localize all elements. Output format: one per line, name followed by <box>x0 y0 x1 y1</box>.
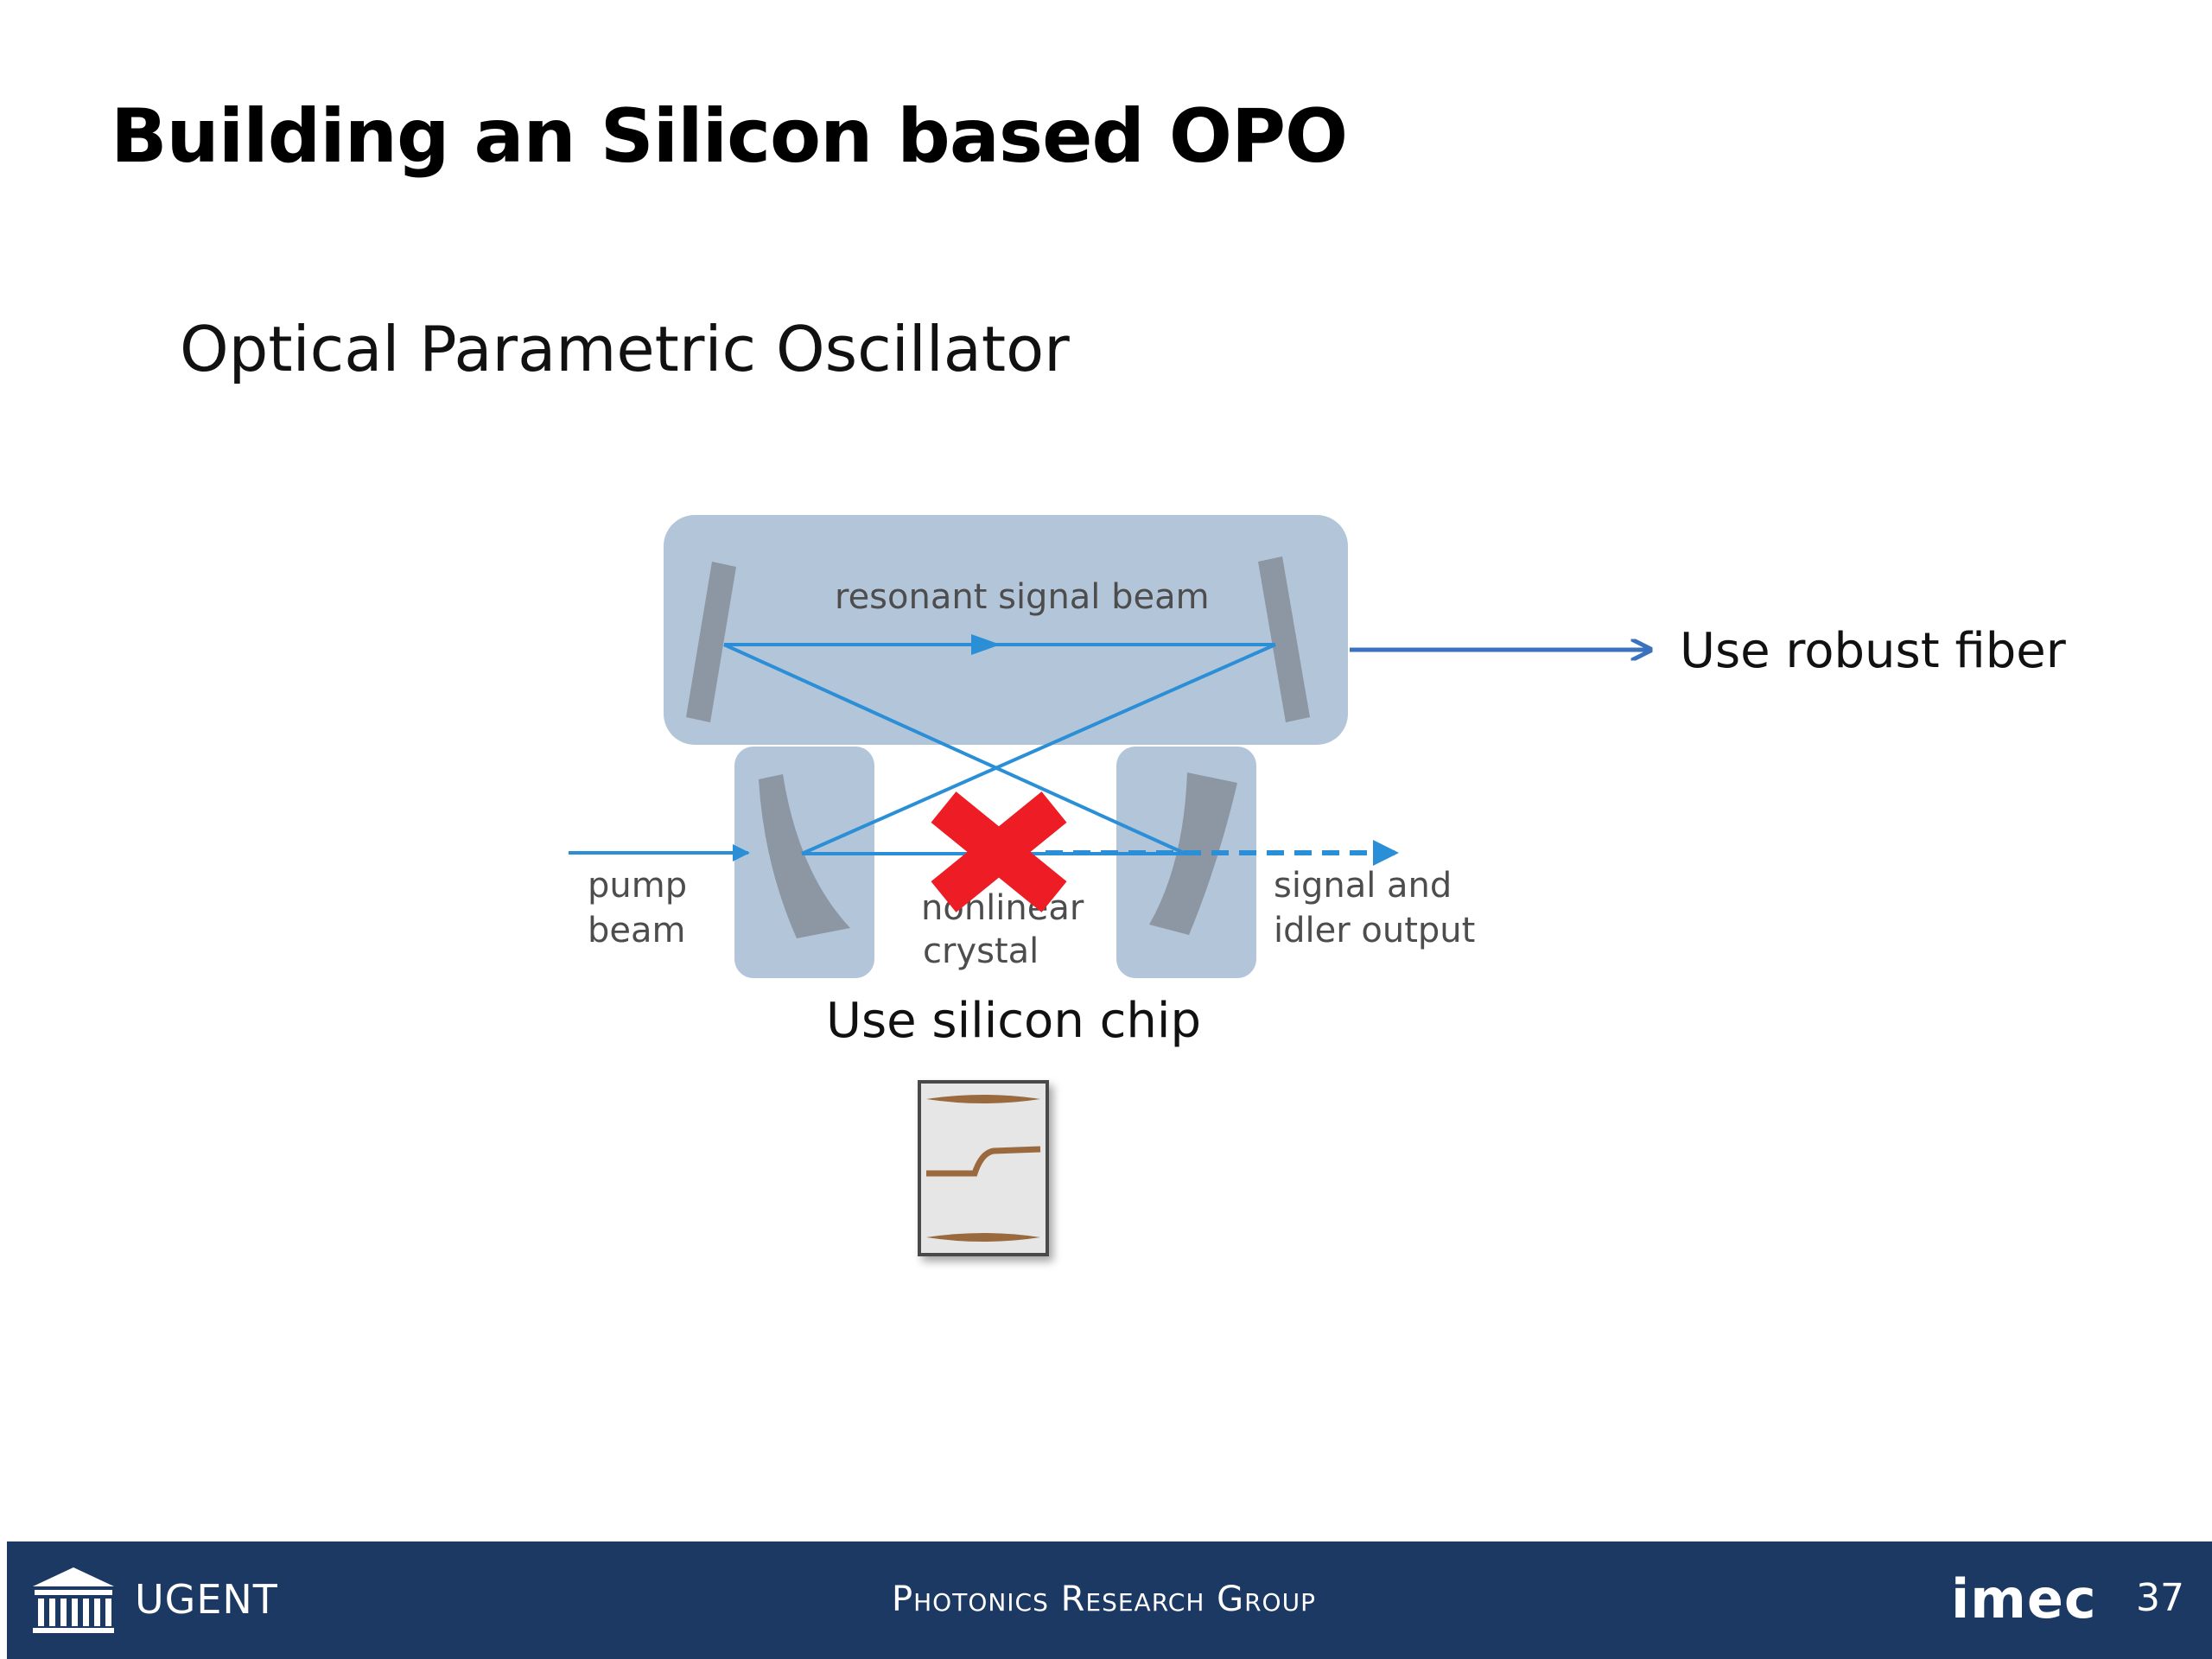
silicon-chip-icon <box>918 1080 1049 1256</box>
chip-annotation: Use silicon chip <box>826 993 1201 1049</box>
research-group-name: Photonics Research Group <box>892 1580 1316 1619</box>
output-label-line2: idler output <box>1274 911 1475 950</box>
fiber-annotation: Use robust fiber <box>1680 623 2067 679</box>
top-right-flat-mirror <box>1258 556 1310 722</box>
slide-subtitle: Optical Parametric Oscillator <box>180 313 1070 385</box>
footer-bar: UGENT Photonics Research Group imec 37 <box>7 1541 2212 1659</box>
signal-beam-diagonal-2 <box>801 643 1276 855</box>
crystal-label: crystal <box>923 931 1039 971</box>
page-number: 37 <box>2136 1576 2184 1620</box>
output-label-line1: signal and <box>1274 866 1452 906</box>
top-left-flat-mirror <box>686 562 736 722</box>
university-name: UGENT <box>135 1576 278 1623</box>
slide-title: Building an Silicon based OPO <box>111 93 1348 180</box>
ugent-building-icon <box>33 1567 114 1633</box>
red-cross-icon <box>931 791 1067 912</box>
opo-diagram: resonant signal beam pump beam nonlinear… <box>569 515 2067 1256</box>
resonator-top-box <box>664 515 1348 745</box>
pump-label-line2: beam <box>588 911 685 950</box>
signal-beam-diagonal-1 <box>723 643 1186 855</box>
resonant-signal-beam-label: resonant signal beam <box>835 577 1210 617</box>
imec-logo: imec <box>1951 1567 2097 1630</box>
pump-label-line1: pump <box>588 866 687 906</box>
signal-beam-arrowhead <box>971 634 1001 655</box>
left-curved-mirror <box>759 774 850 938</box>
